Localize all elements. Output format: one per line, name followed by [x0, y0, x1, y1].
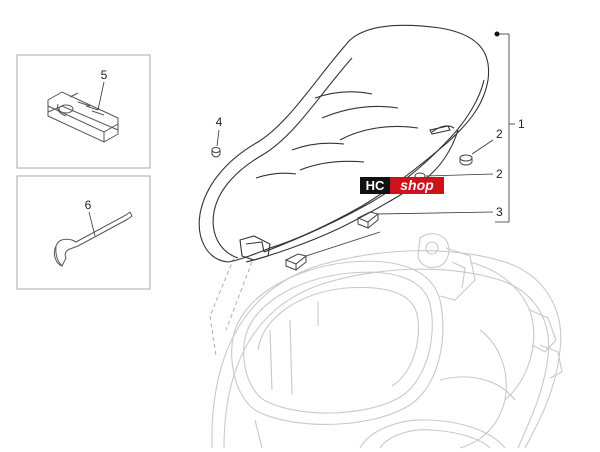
callout-5: 5 — [101, 68, 108, 82]
callout-1: 1 — [518, 117, 525, 131]
leader-line-3a — [377, 211, 494, 215]
leader-line-5 — [97, 81, 105, 111]
leader-line-2a — [471, 139, 494, 155]
wrench-part — [53, 211, 133, 267]
callout-1-bracket — [495, 33, 515, 223]
logo-right-text: shop — [400, 177, 434, 193]
wrench-inset-box — [16, 175, 151, 290]
small-plug-part — [211, 147, 221, 158]
leader-line-3b — [305, 231, 381, 257]
callout-3: 3 — [496, 205, 503, 219]
callout-2-upper: 2 — [496, 127, 503, 141]
plug-part-upper — [459, 154, 473, 166]
seat-marker-dot — [494, 31, 500, 37]
leader-line-4 — [216, 129, 220, 147]
leader-line-2b — [425, 173, 494, 177]
clip-inset-box — [16, 54, 151, 169]
hc-shop-logo: HC shop — [360, 177, 444, 194]
scooter-body-outline — [209, 233, 563, 449]
callout-4: 4 — [216, 115, 223, 129]
leader-line-6 — [88, 211, 96, 237]
seat-part — [198, 24, 490, 263]
logo-left-text: HC — [366, 178, 385, 193]
clip-part — [47, 91, 119, 143]
callout-6: 6 — [85, 198, 92, 212]
callout-2-lower: 2 — [496, 167, 503, 181]
